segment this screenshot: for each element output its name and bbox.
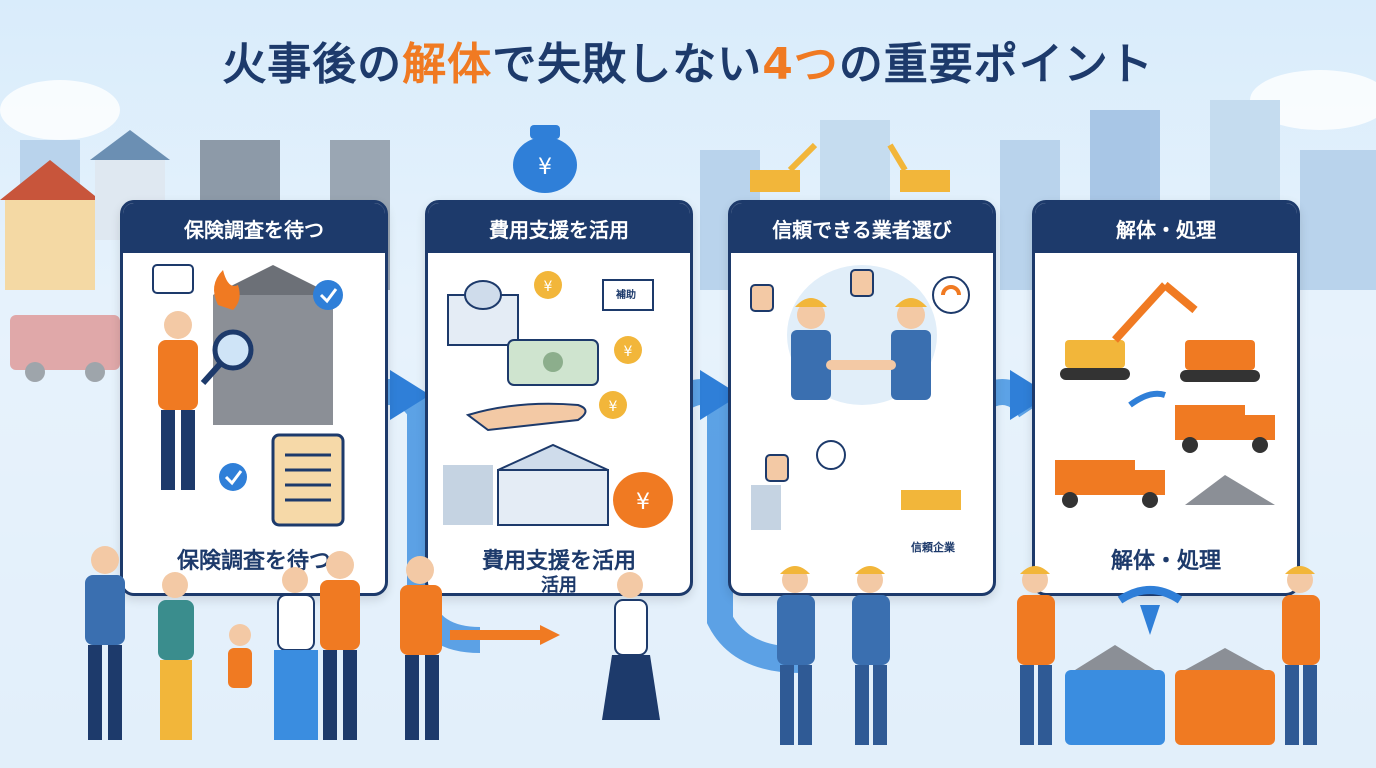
title-part2: で失敗しない <box>492 39 763 90</box>
contractor-illustration <box>750 265 970 530</box>
step-heading: 信頼できる業者選び <box>731 203 993 253</box>
yen-bag-icon: ¥ <box>613 472 673 528</box>
step-sub-caption: 活用 <box>541 575 577 596</box>
step-caption: 費用支援を活用 <box>481 549 636 574</box>
svg-text:¥: ¥ <box>609 399 618 415</box>
title-highlight-demolition: 解体 <box>402 39 493 90</box>
step-caption: 保険調査を待つ <box>176 549 331 574</box>
step-panel-subsidy: 費用支援を活用 ¥ ¥ ¥ ¥ 補助 費用支援を活用 活用 <box>425 200 693 596</box>
excavator-icon <box>750 142 950 192</box>
svg-text:¥: ¥ <box>624 344 633 360</box>
step-caption: 解体・処理 <box>1110 549 1221 574</box>
yen-coin-icon: ¥ ¥ ¥ <box>534 271 642 419</box>
svg-text:¥: ¥ <box>636 490 650 515</box>
step-panel-contractor: 信頼できる業者選び 信頼企業 <box>728 200 996 596</box>
title-part1: 火事後の <box>222 39 403 90</box>
fire-icon <box>214 270 240 310</box>
subsidy-sign: 補助 <box>616 290 636 301</box>
recycle-bin-icon <box>1065 645 1275 745</box>
title-highlight-four: 4つ <box>762 39 839 90</box>
dump-truck-icon <box>1055 405 1275 508</box>
subsidy-illustration: ¥ ¥ ¥ ¥ <box>443 271 673 528</box>
step-heading: 保険調査を待つ <box>123 203 385 253</box>
step-panel-demolition: 解体・処理 解体・処理 <box>1032 200 1300 596</box>
step-panel-insurance: 保険調査を待つ 保険調査を待つ <box>120 200 388 596</box>
magnifier-icon <box>200 329 254 386</box>
svg-text:¥: ¥ <box>544 279 553 295</box>
clipboard-icon <box>271 433 345 527</box>
insurance-illustration <box>152 264 345 527</box>
company-logo-text: 信頼企業 <box>911 541 955 554</box>
step-heading: 費用支援を活用 <box>428 203 690 253</box>
bottom-people-scene <box>85 546 1320 745</box>
yen-bag-icon: ¥ <box>513 125 577 193</box>
excavator-icon <box>1060 281 1260 382</box>
title-part3: の重要ポイント <box>838 39 1154 90</box>
svg-text:¥: ¥ <box>538 155 552 180</box>
page-title: 火事後の解体で失敗しない4つの重要ポイント <box>0 28 1376 92</box>
step-heading: 解体・処理 <box>1035 203 1297 253</box>
checkmark-icon <box>219 280 343 491</box>
demolition-illustration <box>1055 281 1275 508</box>
thumbs-up-icon <box>750 269 874 482</box>
